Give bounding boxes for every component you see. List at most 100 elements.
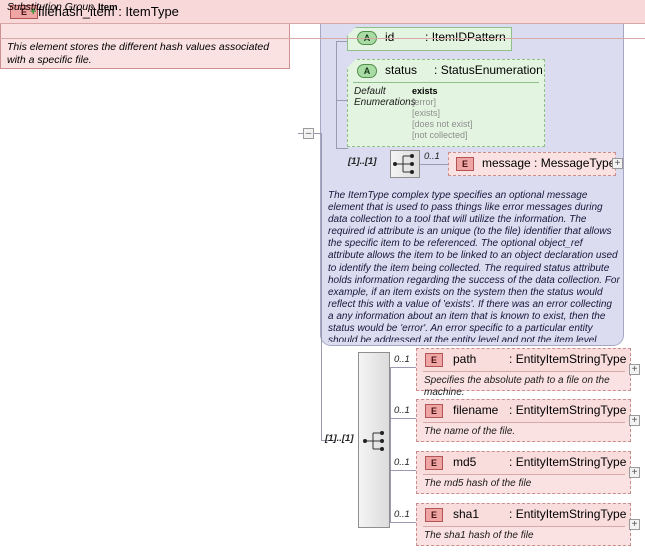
- attribute-name-id: id: [385, 30, 395, 44]
- element-path-box[interactable]: E path : EntityItemStringType Specifies …: [416, 348, 631, 398]
- attribute-connector-sequence: [336, 148, 348, 149]
- element-name-filename: filename: [453, 403, 499, 417]
- sequence-cardinality-content: [1]..[1]: [325, 433, 354, 444]
- element-typename-path: EntityItemStringType: [515, 352, 627, 366]
- branch-line-path: [390, 367, 416, 368]
- content-branch-trunk: [390, 367, 391, 522]
- facet-label: Default Enumerations: [354, 86, 416, 108]
- element-typename-sha1: EntityItemStringType: [515, 507, 627, 521]
- element-description-path: Specifies the absolute path to a file on…: [424, 375, 610, 398]
- attribute-type-id: : ItemIDPattern: [425, 30, 506, 44]
- element-title-message: message : MessageType: [482, 156, 616, 170]
- root-collapse-toggle[interactable]: –: [303, 128, 314, 139]
- element-separator-md5: :: [509, 455, 513, 469]
- element-badge-sha1: E: [425, 508, 443, 522]
- element-type-sha1: : EntityItemStringType: [509, 507, 626, 521]
- facet-enum-0: [error]: [412, 97, 437, 107]
- attribute-status-fill: [347, 59, 545, 147]
- facet-enum-2: [does not exist]: [412, 119, 473, 129]
- complextype-documentation: The ItemType complex type specifies an o…: [328, 190, 620, 342]
- element-badge-message: E: [456, 157, 474, 171]
- element-sha1-box[interactable]: E sha1 : EntityItemStringType The sha1 h…: [416, 503, 631, 546]
- element-description-md5: The md5 hash of the file: [424, 478, 532, 489]
- branch-line-md5: [390, 470, 416, 471]
- sequence-compositor-content[interactable]: [358, 352, 390, 528]
- element-title-filehash-item: filehash_item : ItemType: [38, 4, 179, 19]
- attribute-facet-separator: [353, 82, 539, 83]
- root-connector-to-sequence: [321, 440, 336, 441]
- root-connector-stub: [298, 133, 304, 134]
- element-filename-box[interactable]: E filename : EntityItemStringType The na…: [416, 399, 631, 442]
- sequence-compositor-icon: [363, 431, 384, 451]
- element-header: [0, 0, 645, 24]
- element-expander-sha1[interactable]: +: [629, 519, 640, 530]
- element-name-md5: md5: [453, 455, 477, 469]
- substitution-group-row: [0, 24, 645, 39]
- attribute-status-box: [347, 59, 545, 147]
- facet-enum-3: [not collected]: [412, 130, 468, 140]
- element-badge-letter: E: [20, 7, 27, 17]
- attribute-name-status: status: [385, 63, 418, 77]
- element-md5-header: [417, 452, 630, 474]
- element-filename-header: [417, 400, 630, 422]
- element-badge-md5: E: [425, 456, 443, 470]
- element-badge-filehash-item: E: [10, 5, 38, 19]
- facet-enum-1: [exists]: [412, 108, 441, 118]
- facet-values: exists [error] [exists] [does not exist]…: [412, 86, 473, 141]
- element-occurrence-sha1: 0..1: [394, 509, 410, 520]
- substitution-group-label: Substitution Group: [7, 1, 94, 13]
- attribute-separator-status: :: [434, 63, 438, 77]
- element-message-box[interactable]: [448, 152, 616, 176]
- element-expander-path[interactable]: +: [629, 364, 640, 375]
- element-name-sha1: sha1: [453, 507, 480, 521]
- element-path-separator: [423, 371, 625, 372]
- facet-label-line1: Default: [354, 86, 386, 97]
- attribute-type-status: : StatusEnumeration: [434, 63, 543, 77]
- element-expander-filename[interactable]: +: [629, 415, 640, 426]
- element-md5-separator: [423, 474, 625, 475]
- element-sha1-separator: [423, 526, 625, 527]
- sequence-cardinality-itemtype: [1]..[1]: [348, 156, 377, 167]
- root-connector-to-ct: [314, 133, 322, 134]
- element-expander-message[interactable]: +: [612, 158, 623, 169]
- element-occurrence-md5: 0..1: [394, 457, 410, 468]
- sequence-compositor-icon: [393, 154, 414, 174]
- element-description-sha1: The sha1 hash of the file: [424, 530, 534, 541]
- element-separator-sha1: :: [509, 507, 513, 521]
- element-type-md5: : EntityItemStringType: [509, 455, 626, 469]
- attribute-typename-status: StatusEnumeration: [440, 63, 543, 77]
- element-md5-box[interactable]: E md5 : EntityItemStringType The md5 has…: [416, 451, 631, 494]
- element-typename-md5: EntityItemStringType: [515, 455, 627, 469]
- element-description-filename: The name of the file.: [424, 426, 516, 437]
- element-separator-filename: :: [509, 403, 513, 417]
- attribute-separator-id: :: [425, 30, 429, 44]
- element-expander-md5[interactable]: +: [629, 467, 640, 478]
- element-badge-path: E: [425, 353, 443, 367]
- branch-line-filename: [390, 418, 416, 419]
- element-type-path: : EntityItemStringType: [509, 352, 626, 366]
- attribute-connector-trunk: [336, 41, 337, 148]
- attribute-connector-status: [336, 100, 348, 101]
- element-badge-filename: E: [425, 404, 443, 418]
- element-separator-path: :: [509, 352, 513, 366]
- attribute-connector-id: [336, 41, 348, 42]
- sequence-compositor-itemtype[interactable]: [390, 150, 420, 178]
- attribute-badge-status: A: [357, 64, 377, 78]
- attribute-typename-id: ItemIDPattern: [431, 30, 506, 44]
- element-typename-filename: EntityItemStringType: [515, 403, 627, 417]
- element-expand-plus-icon[interactable]: +: [30, 6, 37, 18]
- element-sha1-header: [417, 504, 630, 526]
- element-path-header: [417, 349, 630, 371]
- element-type-filename: : EntityItemStringType: [509, 403, 626, 417]
- element-filehash-item-box[interactable]: E + filehash_item : ItemType Substitutio…: [0, 0, 645, 69]
- substitution-group-value: Item: [98, 2, 118, 13]
- branch-line-sha1: [390, 522, 416, 523]
- element-name-path: path: [453, 352, 477, 366]
- root-connector-down: [321, 133, 322, 440]
- element-occurrence-filename: 0..1: [394, 405, 410, 416]
- facet-default-value: exists: [412, 86, 438, 96]
- element-description-filehash-item: This element stores the different hash v…: [7, 41, 270, 66]
- sequence-to-message-line: [420, 164, 448, 165]
- facet-label-line2: Enumerations: [354, 97, 416, 108]
- message-occurrence: 0..1: [424, 151, 440, 162]
